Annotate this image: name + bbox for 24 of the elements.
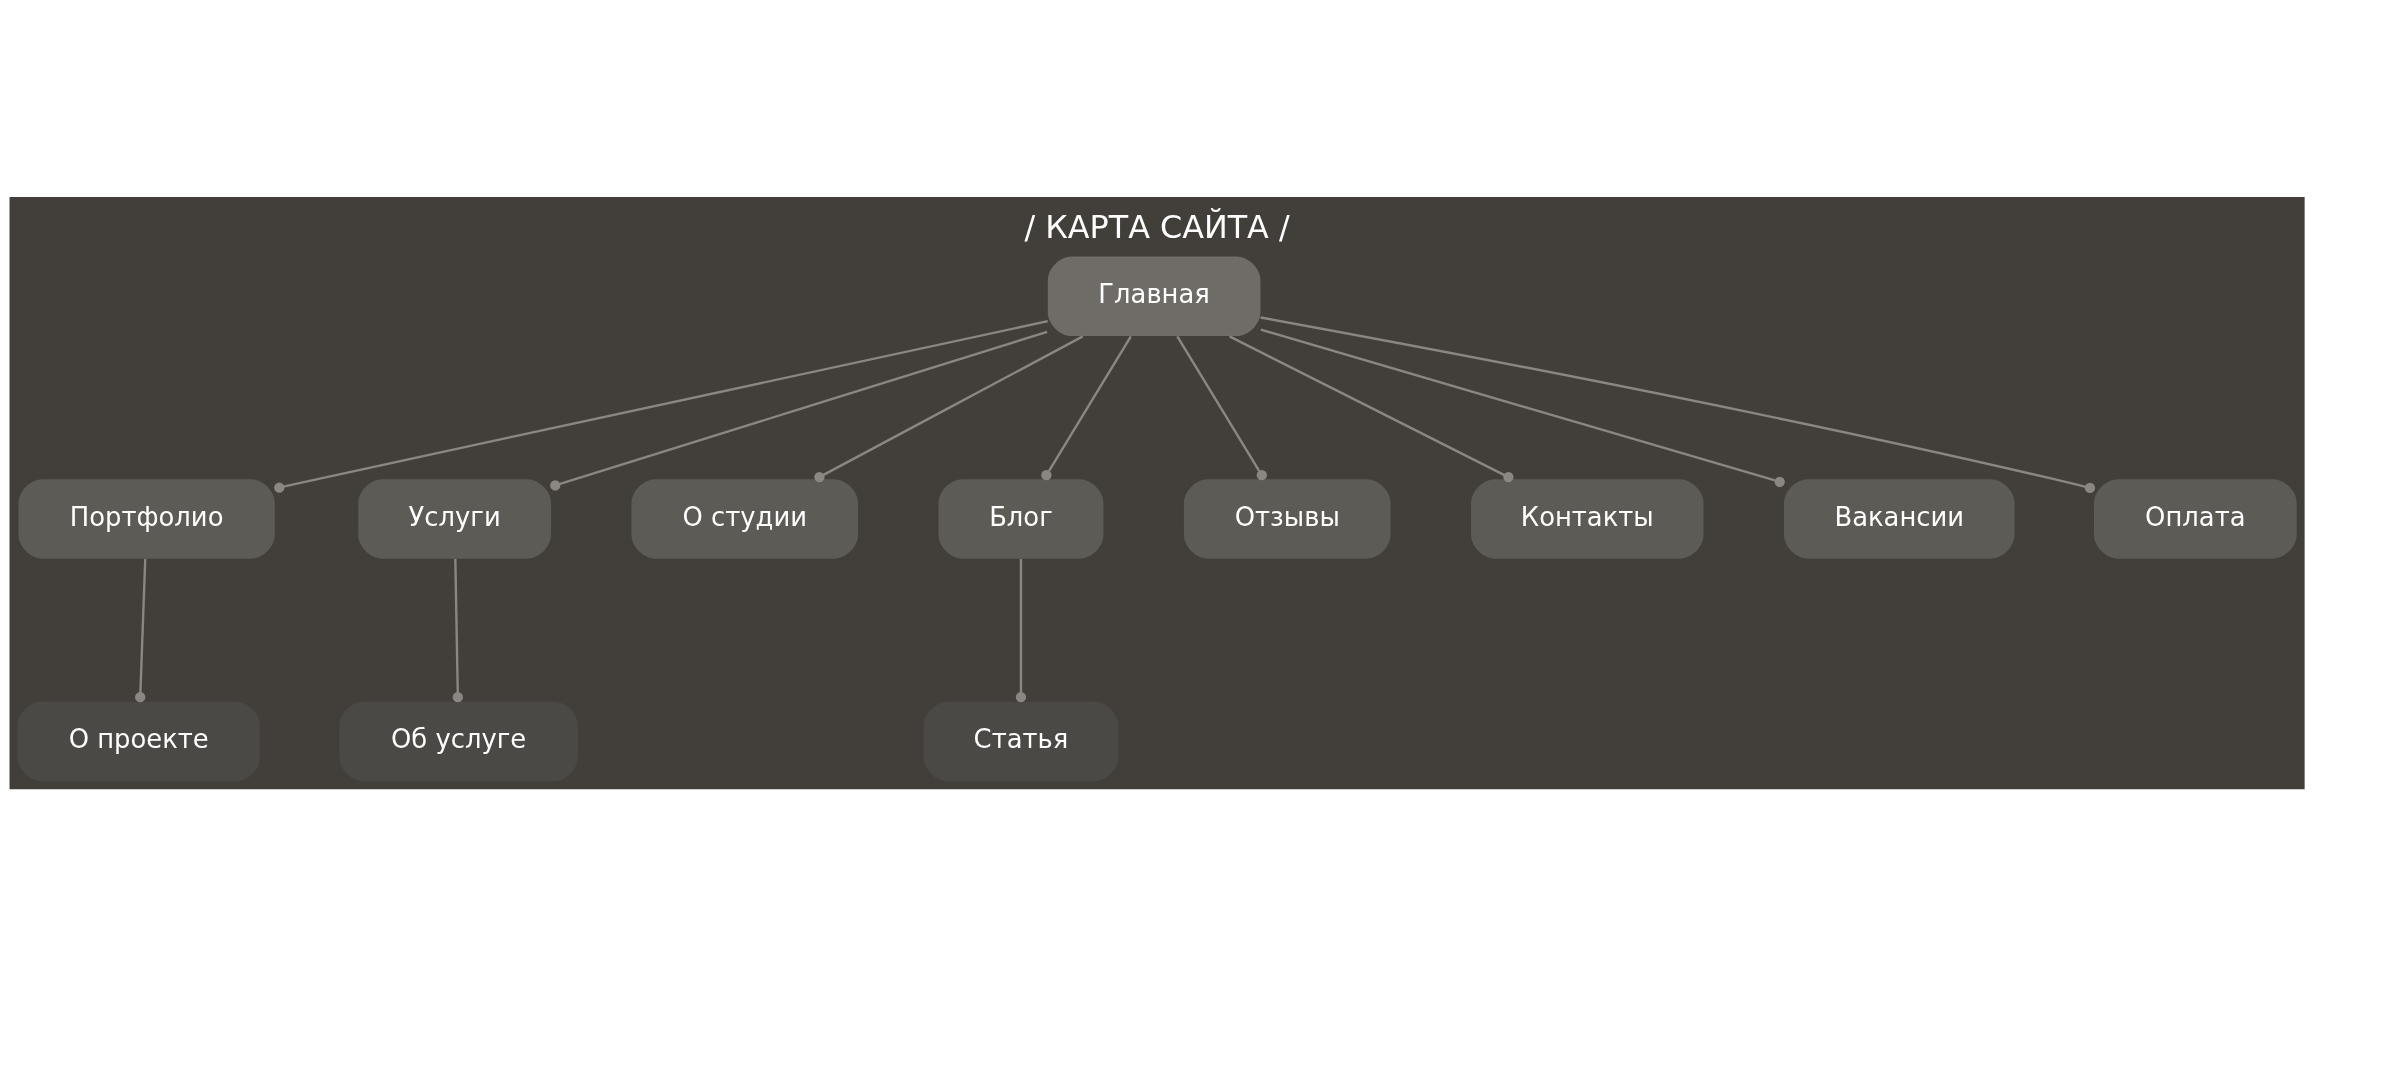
node-box: Портфолио xyxy=(18,478,275,559)
connector xyxy=(1015,558,1027,702)
node-box: О студии xyxy=(631,478,858,559)
node-box: Отзывы xyxy=(1183,478,1391,559)
node-box: Статья xyxy=(923,701,1119,781)
node-box: Услуги xyxy=(358,478,551,559)
diagram-title: / КАРТА САЙТА / xyxy=(1024,207,1290,245)
node-box: Об услуге xyxy=(339,701,578,781)
connector xyxy=(1260,328,1785,487)
connector xyxy=(550,330,1048,491)
connector xyxy=(1041,335,1132,480)
connector xyxy=(135,558,147,702)
connector xyxy=(1176,335,1267,480)
node-box: Главная xyxy=(1047,256,1261,336)
connector xyxy=(814,334,1084,482)
node-box: О проекте xyxy=(17,701,260,781)
node-box: Блог xyxy=(938,478,1104,559)
node-box: Вакансии xyxy=(1784,478,2015,559)
connector xyxy=(452,558,463,702)
node-box: Контакты xyxy=(1471,478,1704,559)
connector xyxy=(274,319,1048,493)
connector xyxy=(1260,315,2096,493)
connector xyxy=(1229,334,1514,482)
node-box: Оплата xyxy=(2094,478,2297,559)
